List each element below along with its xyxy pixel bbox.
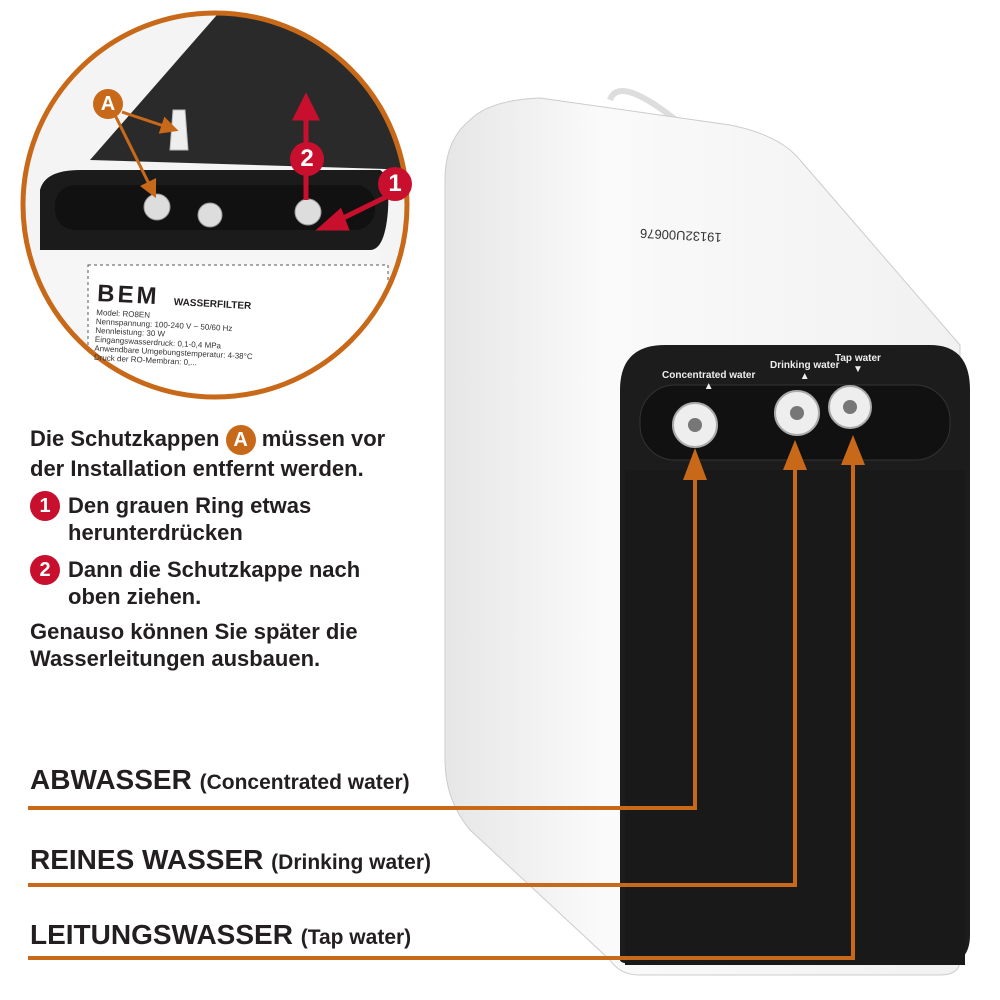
badge-2: 2 [290,142,324,176]
product-label: BEM WASSERFILTER Model: RO8EN Nennspannu… [94,280,256,370]
water-filter-device [444,88,970,976]
port-label-concentrated: Concentrated water▲ [662,370,756,392]
step-badge: 1 [30,491,60,522]
port-label-drinking: Drinking water▲ [770,360,840,382]
step-badge: 2 [30,555,60,586]
badge-a-inline: A [225,425,256,456]
step-2: 2 Dann die Schutzkappe nach oben ziehen. [30,555,420,610]
badge-1: 1 [378,167,412,201]
connection-lines [28,450,855,960]
step-1: 1 Den grauen Ring etwas herunterdrücken [30,491,420,546]
caption-reines-wasser: REINES WASSER (Drinking water) [30,844,432,875]
badge-a: A [93,89,123,119]
caption-abwasser: ABWASSER (Concentrated water) [30,764,410,795]
instructions: Die Schutzkappen A müssen vor der Instal… [30,425,420,672]
label-title: WASSERFILTER [173,297,252,313]
intro-text: Die Schutzkappen A müssen vor der Instal… [30,425,386,482]
step-text: Den grauen Ring etwas herunterdrücken [68,493,312,546]
port-label-tap: Tap water▼ [835,353,881,375]
caption-leitungswasser: LEITUNGSWASSER (Tap water) [30,919,412,950]
brand-logo: BEM [96,280,161,311]
step-text: Dann die Schutzkappe nach oben ziehen. [68,557,361,610]
outro-text: Genauso können Sie später die Wasserleit… [30,619,358,672]
